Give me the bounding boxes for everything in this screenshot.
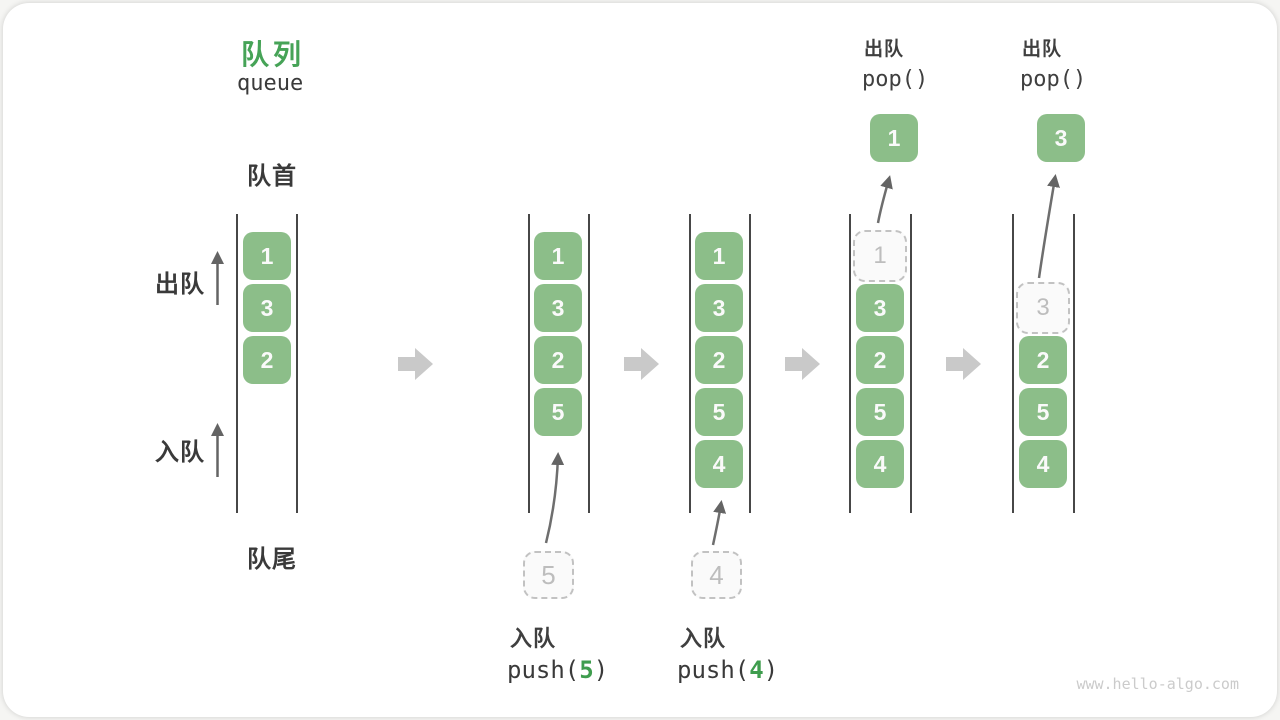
watermark: www.hello-algo.com: [1076, 675, 1239, 693]
figure-card: 队列 queue 队首 队尾 出队 入队 1 3: [3, 3, 1277, 717]
queue-item: 4: [1019, 440, 1067, 488]
queue-wall-line: [749, 214, 751, 513]
flow-arrow-icon: [785, 348, 820, 380]
queue-item: 1: [243, 232, 291, 280]
op-argument: 5: [579, 656, 594, 684]
popped-item: 3: [1037, 114, 1085, 162]
queue-item: 1: [534, 232, 582, 280]
queue-item: 2: [534, 336, 582, 384]
queue-rear-label: 队尾: [247, 546, 297, 573]
enqueue-op-code: push(5): [507, 656, 609, 684]
enqueue-op-label: 入队: [680, 626, 727, 651]
queue-wall-line: [910, 214, 912, 513]
queue-item: 2: [1019, 336, 1067, 384]
pop1-arrow-icon: [876, 175, 893, 224]
queue-item: 5: [856, 388, 904, 436]
dequeue-op-label: 出队: [1022, 39, 1063, 60]
queue-wall-line: [849, 214, 851, 513]
queue-item: 4: [856, 440, 904, 488]
enqueue-op-code: push(4): [677, 656, 779, 684]
queue-item: 1: [695, 232, 743, 280]
flow-arrow-icon: [946, 348, 981, 380]
figure-title: 队列: [241, 39, 306, 70]
queue-wall-line: [236, 214, 238, 513]
queue-item: 5: [695, 388, 743, 436]
queue-item: 3: [243, 284, 291, 332]
popped-item: 1: [870, 114, 918, 162]
push4-arrow-icon: [711, 500, 727, 546]
staging-item: 4: [691, 551, 742, 599]
op-argument: 4: [749, 656, 764, 684]
queue-item: 2: [243, 336, 291, 384]
staging-item: 5: [523, 551, 574, 599]
queue-item: 4: [695, 440, 743, 488]
queue-item: 2: [856, 336, 904, 384]
enqueue-side-label: 入队: [155, 439, 205, 466]
queue-wall-line: [528, 214, 530, 513]
flow-arrow-icon: [398, 348, 433, 380]
pop3-arrow-icon: [1037, 174, 1060, 279]
queue-front-label: 队首: [247, 163, 297, 190]
queue-wall-line: [1073, 214, 1075, 513]
enqueue-op-label: 入队: [510, 626, 557, 651]
queue-item: 3: [695, 284, 743, 332]
queue-wall-line: [689, 214, 691, 513]
queue-item: 5: [534, 388, 582, 436]
dequeue-op-label: 出队: [864, 39, 905, 60]
queue-item: 2: [695, 336, 743, 384]
queue-wall-line: [588, 214, 590, 513]
queue-wall-line: [296, 214, 298, 513]
dequeued-ghost-item: 1: [853, 230, 907, 282]
queue-item: 3: [856, 284, 904, 332]
dequeue-op-code: pop(): [1020, 67, 1087, 92]
dequeue-side-label: 出队: [155, 271, 205, 298]
push5-arrow-icon: [544, 452, 565, 544]
flow-arrow-icon: [624, 348, 659, 380]
queue-item: 3: [534, 284, 582, 332]
dequeue-op-code: pop(): [862, 67, 929, 92]
queue-item: 5: [1019, 388, 1067, 436]
arrows-overlay: [211, 174, 1060, 546]
dequeued-ghost-item: 3: [1016, 282, 1070, 334]
queue-wall-line: [1012, 214, 1014, 513]
figure-subtitle: queue: [237, 71, 304, 96]
